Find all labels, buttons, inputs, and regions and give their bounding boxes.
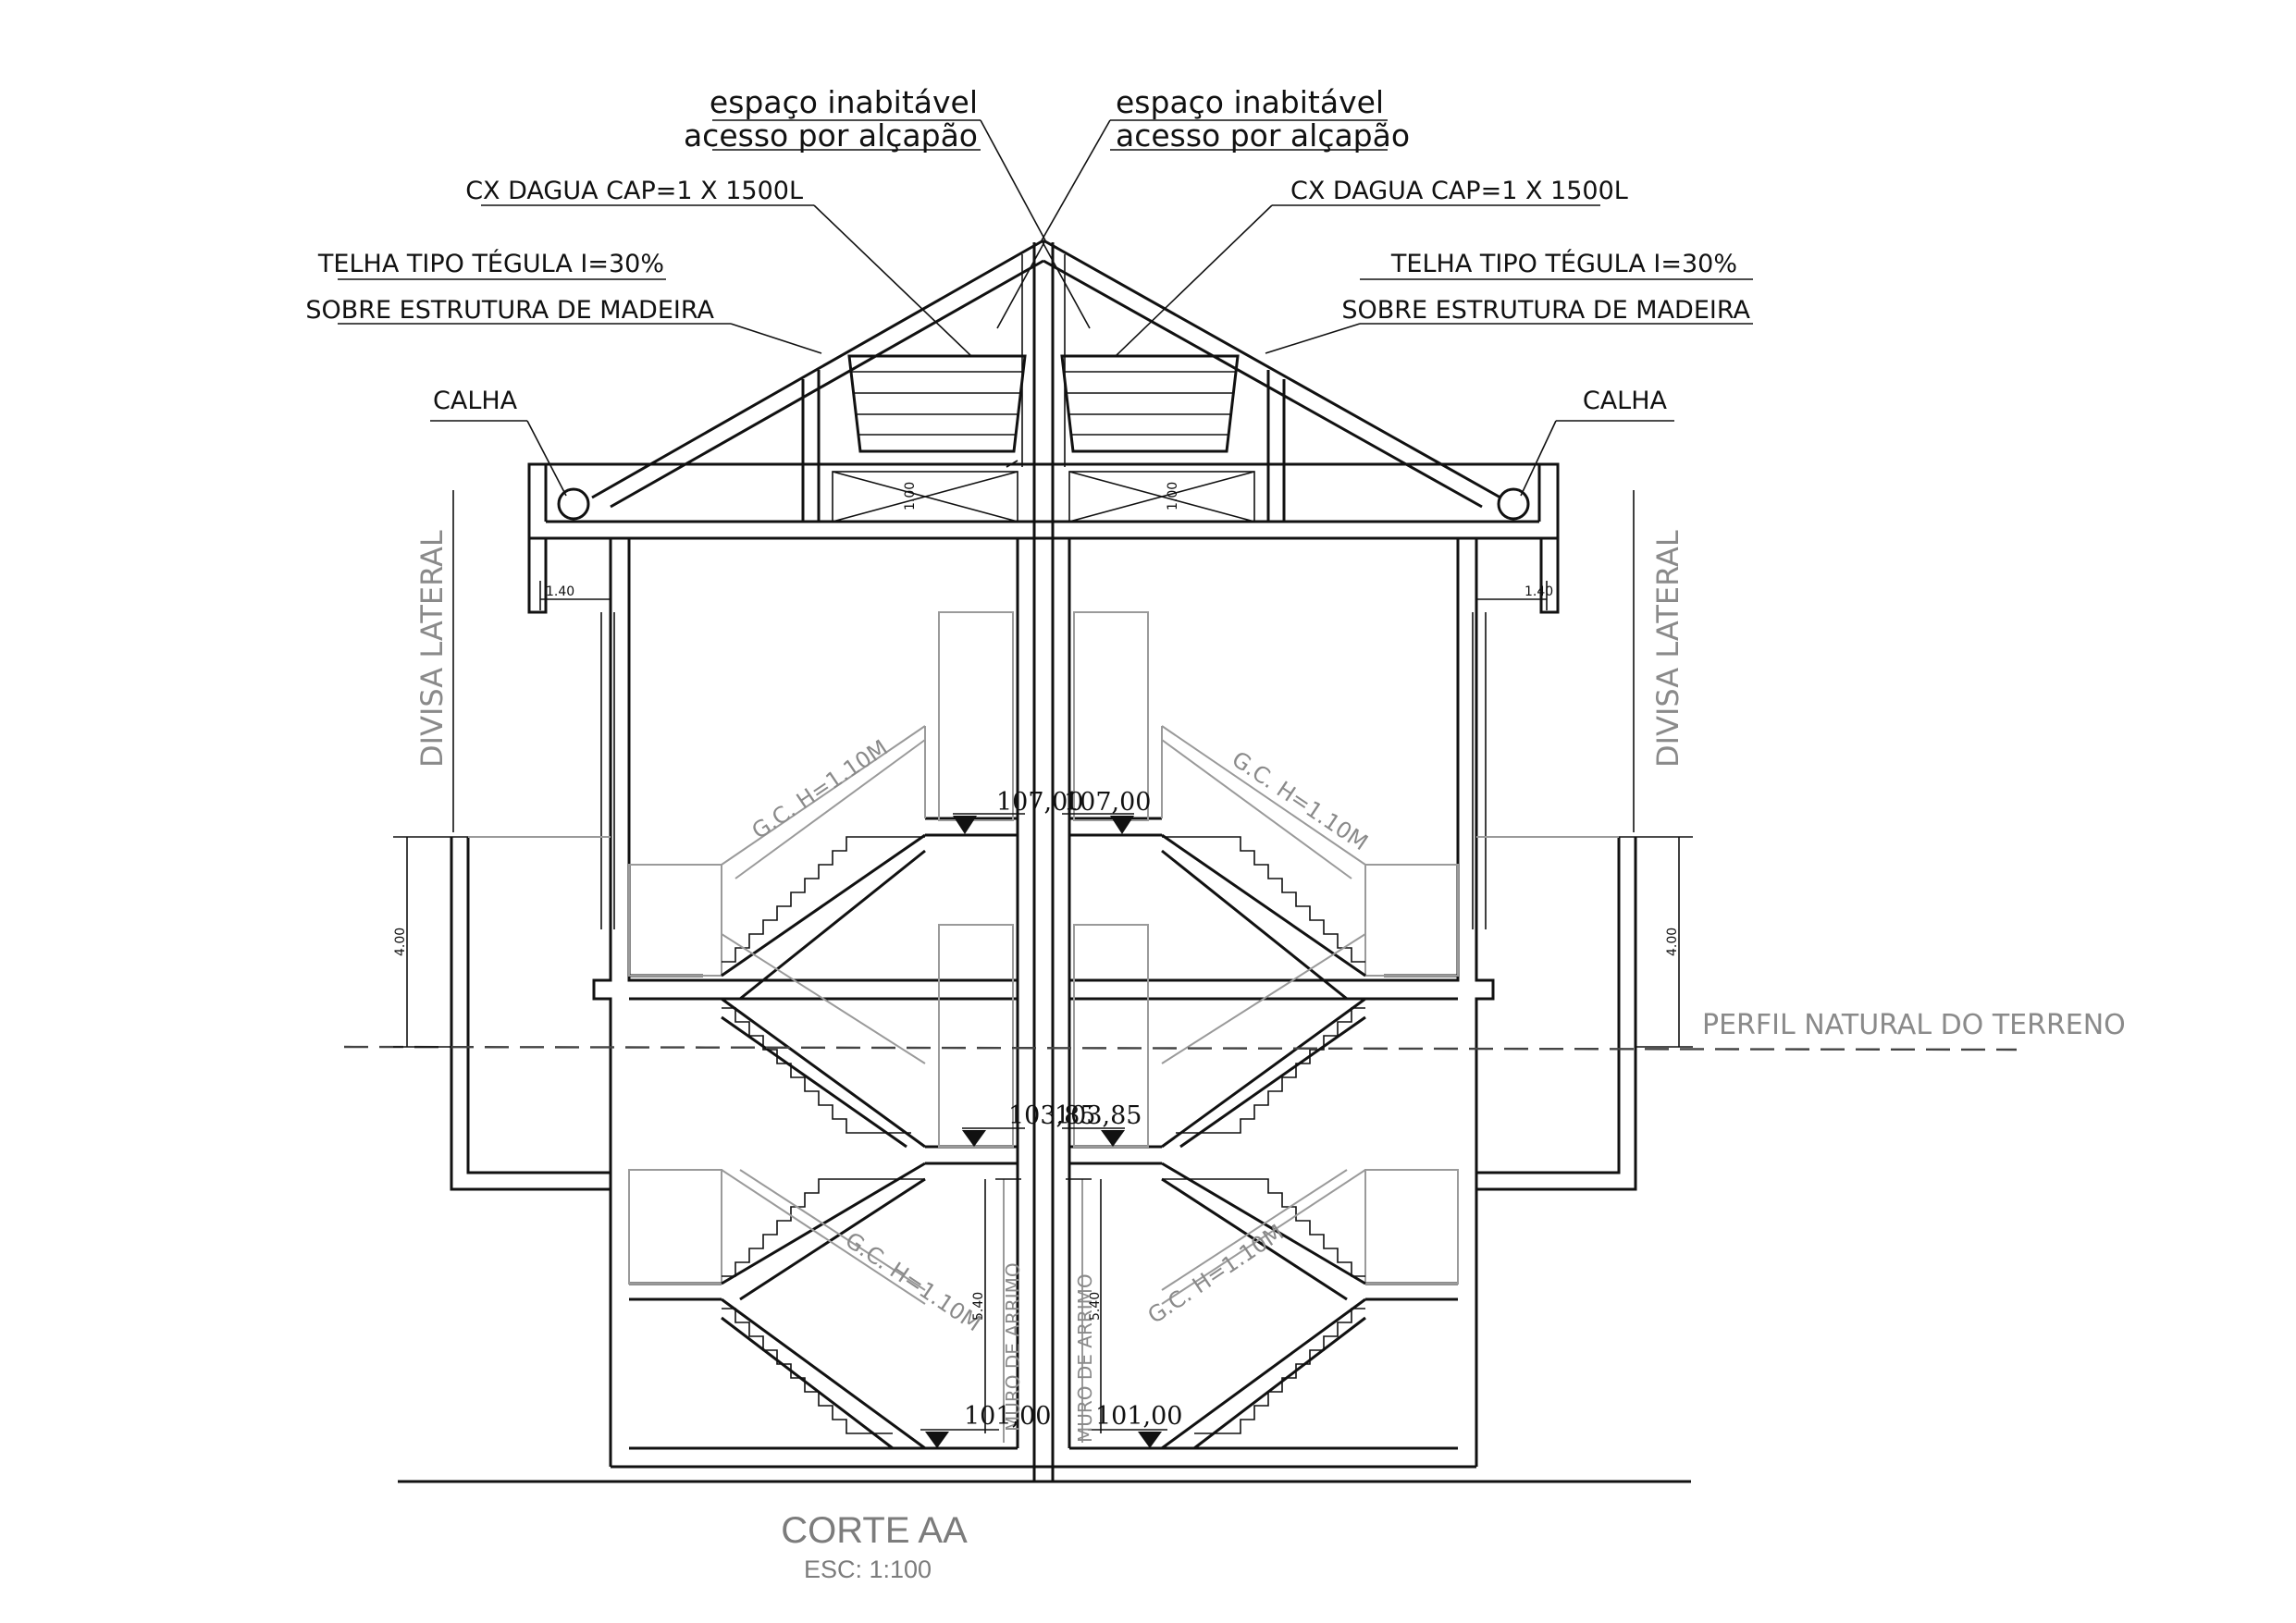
- level-triangle: [953, 816, 977, 834]
- note-telha-right-2: SOBRE ESTRUTURA DE MADEIRA: [1341, 296, 1750, 325]
- note-cx-left: CX DAGUA CAP=1 X 1500L: [465, 177, 803, 205]
- level-top-left: 107,00: [996, 788, 1083, 817]
- dim-eave-right: 1.40: [1524, 584, 1553, 599]
- guardrail-upper-right: G.C. H=1.10M: [1228, 746, 1373, 856]
- note-espaco-left-1: espaço inabitável: [710, 84, 978, 120]
- level-triangle: [1138, 1432, 1162, 1448]
- divisa-lateral-left: DIVISA LATERAL: [414, 530, 450, 768]
- building-shell: [398, 538, 1691, 1483]
- note-cx-right: CX DAGUA CAP=1 X 1500L: [1290, 177, 1628, 205]
- note-telha-left-2: SOBRE ESTRUTURA DE MADEIRA: [305, 296, 714, 325]
- drawing-scale: ESC: 1:100: [804, 1555, 932, 1583]
- level-triangle: [962, 1130, 986, 1147]
- level-top-right: 107,00: [1064, 788, 1151, 817]
- water-tank-left: [847, 354, 1027, 453]
- annotation-labels: espaço inabitável acesso por alçapão esp…: [305, 84, 2125, 1583]
- dim-wall-right: 4.00: [1665, 928, 1680, 956]
- note-calha-right: CALHA: [1583, 387, 1668, 415]
- note-espaco-right-1: espaço inabitável: [1116, 84, 1384, 120]
- dimension-lines: [393, 581, 1693, 1433]
- muro-arrimo-right: MURO DE ARRIMO: [1074, 1273, 1096, 1443]
- guardrail-lower-left: G.C. H=1.10M: [841, 1227, 986, 1337]
- level-mid-left: 103,85: [1008, 1101, 1095, 1130]
- dim-eave-left: 1.40: [546, 584, 574, 599]
- note-espaco-left-2: acesso por alçapão: [684, 117, 978, 154]
- note-telha-left-1: TELHA TIPO TÉGULA I=30%: [317, 249, 664, 278]
- level-mid-right: 103,85: [1055, 1101, 1142, 1130]
- drawing-title: CORTE AA: [781, 1510, 968, 1551]
- note-calha-left: CALHA: [433, 387, 518, 415]
- dim-wall-left: 4.00: [393, 928, 408, 956]
- level-triangle: [1101, 1130, 1125, 1147]
- level-bottom-left: 101,00: [964, 1402, 1051, 1431]
- note-telha-right-1: TELHA TIPO TÉGULA I=30%: [1390, 249, 1737, 278]
- level-bottom-right: 101,00: [1095, 1402, 1182, 1431]
- roof-structure: [527, 239, 1560, 1482]
- guardrail-lower-right: G.C. H=1.10M: [1143, 1219, 1289, 1329]
- openings: [628, 611, 1459, 1285]
- note-espaco-right-2: acesso por alçapão: [1116, 117, 1410, 154]
- guardrails: [721, 725, 1366, 1305]
- stairs: [721, 833, 1366, 1450]
- level-triangle: [1110, 816, 1134, 834]
- water-tank-right: [1060, 354, 1240, 453]
- dim-attic-left: 1.00: [903, 482, 918, 510]
- dim-muro-left: 5.40: [971, 1292, 986, 1321]
- guardrail-upper-left: G.C. H=1.10M: [747, 734, 893, 844]
- level-markers: [920, 813, 1167, 1448]
- terrain-profile-line: [343, 1045, 2018, 1051]
- divisa-lateral-right: DIVISA LATERAL: [1650, 530, 1685, 768]
- perfil-natural-terreno: PERFIL NATURAL DO TERRENO: [1702, 1009, 2126, 1041]
- dim-muro-right: 5.40: [1088, 1292, 1103, 1321]
- level-triangle: [925, 1432, 949, 1448]
- leader-lines: [338, 119, 1753, 497]
- dim-attic-right: 1.00: [1166, 482, 1180, 510]
- retaining-walls: [450, 490, 1637, 1443]
- muro-arrimo-left: MURO DE ARRIMO: [1002, 1262, 1024, 1432]
